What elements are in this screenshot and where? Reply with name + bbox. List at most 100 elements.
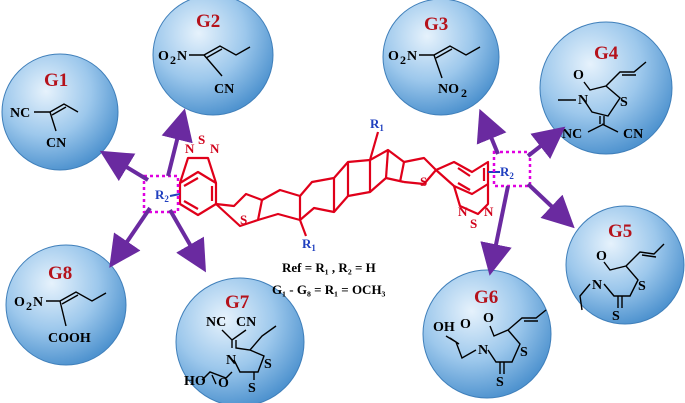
g8-atom-n: N xyxy=(33,295,43,310)
arrows xyxy=(99,108,575,276)
g7-atom-s: S xyxy=(264,357,272,372)
g1-atom-nc: NC xyxy=(10,106,30,121)
core-atom-n-left2: N xyxy=(210,141,220,156)
arrow-to-g8 xyxy=(109,206,152,268)
g2-label: G2 xyxy=(196,11,220,32)
g4-atom-cn: CN xyxy=(623,127,643,142)
core-left-thiadiazole xyxy=(178,156,218,184)
g3-atom-sub2: 2 xyxy=(400,53,406,67)
g7-atom-s-thione: S xyxy=(248,381,256,396)
core-bridge-right xyxy=(384,149,390,179)
core-atom-s-left: S xyxy=(198,132,205,147)
core-r2-right: R2 xyxy=(500,164,514,181)
arrow-to-g7 xyxy=(168,209,206,273)
g3-label: G3 xyxy=(424,14,448,35)
core-molecule: N S N S S N N S R1 R1 R2 R2 xyxy=(155,116,514,253)
g5-atom-s: S xyxy=(638,279,646,294)
g6-atom-n: N xyxy=(478,343,488,358)
g4-label: G4 xyxy=(594,43,619,64)
g5-label: G5 xyxy=(608,221,632,242)
bubble-g3: G3 O 2 N NO 2 xyxy=(382,0,500,116)
g5-atom-o: O xyxy=(596,249,607,264)
core-backbone-rungs xyxy=(298,160,372,220)
g2-bonds xyxy=(189,45,251,77)
g8-atom-sub2: 2 xyxy=(26,299,32,313)
core-r1-top: R1 xyxy=(370,116,384,133)
core-atom-s-thio-right: S xyxy=(420,174,427,189)
bubble-g7: G7 NC CN N S S O HO xyxy=(175,277,305,403)
g3-atom-o: O xyxy=(388,49,399,64)
g6-atom-s-thione: S xyxy=(496,375,504,390)
g4-atom-s: S xyxy=(620,95,628,110)
bubble-g4: G4 O N S NC CN xyxy=(539,21,673,155)
g3-atom-no-sub2: 2 xyxy=(461,86,467,100)
arrow-to-g2 xyxy=(161,108,193,177)
core-right-benzene-inner xyxy=(457,167,486,191)
g8-label: G8 xyxy=(48,263,72,284)
g2-atom-cn: CN xyxy=(214,82,234,97)
bubble-g1: G1 NC CN xyxy=(1,53,119,171)
r2-left-highlight xyxy=(142,174,180,214)
g6-atom-o: O xyxy=(483,311,494,326)
g7-atom-n: N xyxy=(226,353,236,368)
g7-atom-nc: NC xyxy=(206,315,226,330)
core-left-thiophene xyxy=(214,192,264,228)
core-atom-n-left1: N xyxy=(185,141,195,156)
g4-atom-n: N xyxy=(578,93,588,108)
core-r2-left: R2 xyxy=(155,187,169,204)
g7-atom-ho: HO xyxy=(184,374,206,389)
g3-bonds xyxy=(419,45,481,79)
g6-bonds xyxy=(445,309,547,374)
g2-atom-o: O xyxy=(158,49,169,64)
g8-atom-o: O xyxy=(14,295,25,310)
g7-atom-cn: CN xyxy=(236,315,256,330)
g5-bonds xyxy=(579,243,665,311)
g4-bonds xyxy=(558,61,647,133)
core-bridge-left xyxy=(298,219,308,237)
g1-label: G1 xyxy=(44,70,68,91)
g6-atom-o-acid: O xyxy=(460,317,471,332)
core-left-benzene-inner xyxy=(183,177,214,210)
core-atom-s-thio-left: S xyxy=(240,212,247,227)
arrow-to-g6 xyxy=(480,185,512,276)
core-right-thiadiazole xyxy=(452,184,490,216)
g4-atom-o: O xyxy=(573,68,584,83)
bubble-g8: G8 O 2 N COOH xyxy=(5,244,127,366)
g1-atom-cn: CN xyxy=(46,136,66,151)
g7-label: G7 xyxy=(225,292,250,313)
bubble-g6: G6 OH O O N S S xyxy=(422,269,552,399)
core-atom-n-right1: N xyxy=(458,204,468,219)
arrow-to-g3 xyxy=(476,108,507,155)
core-backbone-bottom xyxy=(257,176,405,222)
arrow-to-g4 xyxy=(526,126,566,159)
core-r2-left-bond xyxy=(169,193,181,197)
g2-atom-sub2: 2 xyxy=(170,53,176,67)
core-right-benzene xyxy=(434,160,490,196)
core-atom-s-right: S xyxy=(470,216,477,231)
g7-bonds xyxy=(201,325,277,385)
note-g: G₁ - G₈ = R₁ = OCH₃ xyxy=(272,282,386,297)
g3-atom-no: NO xyxy=(438,82,459,97)
g6-atom-oh: OH xyxy=(433,320,455,335)
core-atom-n-right2: N xyxy=(484,204,494,219)
core-r1-bottom: R1 xyxy=(302,236,316,253)
arrow-to-g1 xyxy=(99,150,150,182)
g6-label: G6 xyxy=(474,287,498,308)
g4-atom-nc: NC xyxy=(562,127,582,142)
g2-atom-n: N xyxy=(177,49,187,64)
g5-atom-s-thione: S xyxy=(612,309,620,324)
r2-right-highlight xyxy=(492,150,532,188)
g6-atom-s: S xyxy=(520,345,528,360)
arrow-to-g5 xyxy=(526,182,575,229)
bubble-g2: G2 O 2 N CN xyxy=(152,0,274,116)
note-ref: Ref = R₁ , R₂ = H xyxy=(282,260,376,275)
g8-atom-cooh: COOH xyxy=(48,331,91,346)
g8-bonds xyxy=(46,291,107,327)
g3-atom-n: N xyxy=(407,49,417,64)
g7-atom-o: O xyxy=(218,376,229,391)
g1-bonds xyxy=(34,103,79,132)
core-r1-top-bond xyxy=(368,131,380,161)
core-backbone-top xyxy=(261,148,406,201)
